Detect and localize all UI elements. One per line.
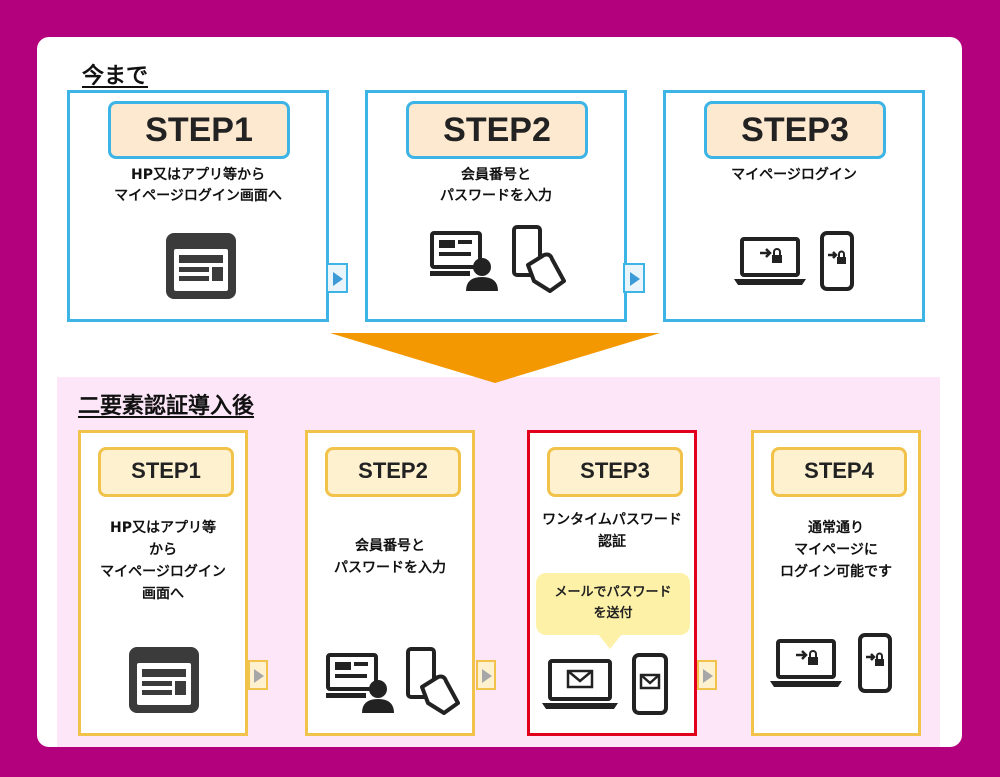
before-step3-card: STEP3 マイページログイン [663, 90, 925, 322]
before-step2-badge: STEP2 [406, 101, 588, 159]
after-step2-desc: 会員番号と パスワードを入力 [334, 538, 446, 576]
phone-in-hand-icon [406, 647, 460, 715]
after-section-title: 二要素認証導入後 [78, 394, 255, 419]
phone-in-hand-icon [512, 225, 566, 293]
before-step1-next-arrow [326, 263, 348, 293]
before-step2-card: STEP2 会員番号と パスワードを入力 [365, 90, 627, 322]
before-step3-badge: STEP3 [704, 101, 886, 159]
before-step1-desc: HP又はアプリ等から マイページログイン画面へ [114, 167, 282, 204]
after-step2-badge: STEP2 [325, 447, 461, 497]
after-step1-next-arrow [248, 660, 268, 690]
before-step1-card: STEP1 HP又はアプリ等から マイページログイン画面へ [67, 90, 329, 322]
after-step2-next-arrow [476, 660, 496, 690]
after-step4-card: STEP4 通常通り マイページに ログイン可能です [751, 430, 921, 736]
computer-user-icon [326, 653, 394, 713]
after-step4-desc: 通常通り マイページに ログイン可能です [780, 520, 892, 580]
before-step3-desc: マイページログイン [731, 167, 857, 183]
phone-login-icon [820, 231, 854, 291]
after-step3-desc: ワンタイムパスワード 認証 [542, 512, 682, 550]
laptop-login-icon [734, 237, 806, 285]
mail-notice-bubble: メールでパスワード を送付 [536, 573, 690, 649]
after-step3-badge: STEP3 [547, 447, 683, 497]
before-section-title: 今まで [82, 64, 149, 89]
transition-arrow [330, 333, 660, 383]
phone-mail-icon [632, 653, 668, 715]
after-step3-next-arrow [697, 660, 717, 690]
before-step2-next-arrow [623, 263, 645, 293]
after-step3-card: STEP3 ワンタイムパスワード 認証 メールでパスワード を送付 [527, 430, 697, 736]
phone-login-icon [858, 633, 892, 693]
before-step1-badge: STEP1 [108, 101, 290, 159]
after-step1-badge: STEP1 [98, 447, 234, 497]
computer-user-icon [430, 231, 498, 291]
after-step4-badge: STEP4 [771, 447, 907, 497]
laptop-login-icon [770, 639, 842, 687]
browser-window-icon [129, 647, 199, 713]
after-step2-card: STEP2 会員番号と パスワードを入力 [305, 430, 475, 736]
after-step1-desc: HP又はアプリ等 から マイページログイン 画面へ [100, 520, 226, 602]
browser-window-icon [166, 233, 236, 299]
before-step2-desc: 会員番号と パスワードを入力 [440, 167, 552, 204]
laptop-mail-icon [542, 659, 618, 709]
after-step1-card: STEP1 HP又はアプリ等 から マイページログイン 画面へ [78, 430, 248, 736]
